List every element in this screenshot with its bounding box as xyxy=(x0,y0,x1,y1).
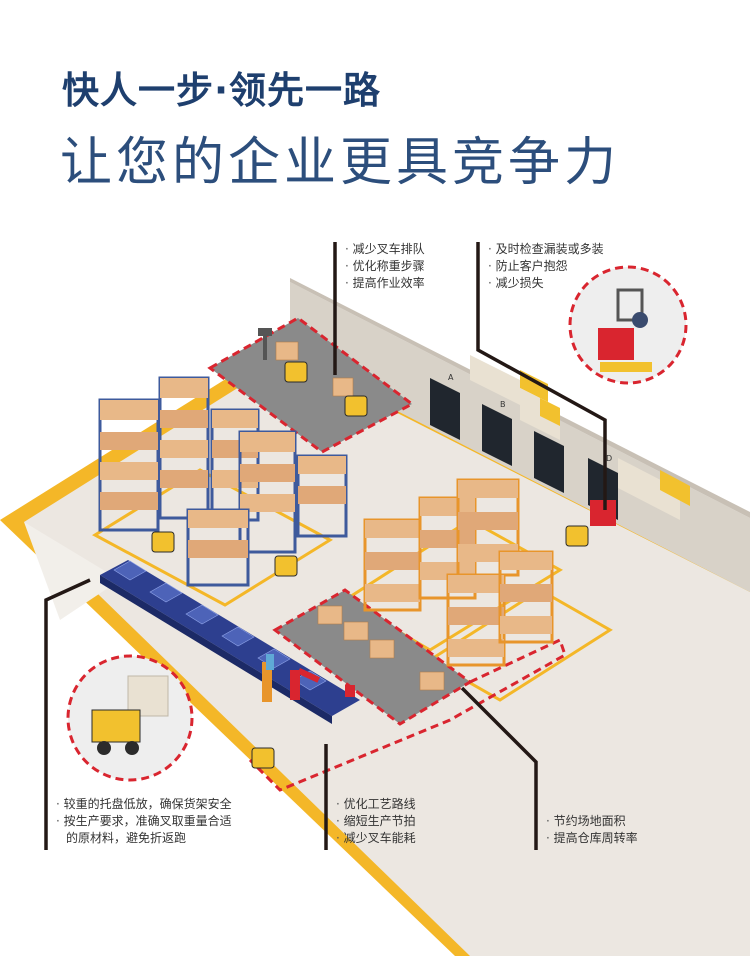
callout-top-right: 及时检查漏装或多装 防止客户抱怨 减少损失 xyxy=(488,241,604,292)
callout-item: 优化工艺路线 xyxy=(336,796,416,813)
callout-bottom-middle: 优化工艺路线 缩短生产节拍 减少叉车能耗 xyxy=(336,796,416,847)
callout-item: 减少叉车能耗 xyxy=(336,830,416,847)
callout-item: 提高作业效率 xyxy=(345,275,425,292)
dock-label-b: B xyxy=(500,400,506,409)
back-wall xyxy=(290,282,750,592)
pallet-boxes xyxy=(275,341,445,691)
floor-fade xyxy=(24,522,120,620)
dock-label-a: A xyxy=(448,373,454,382)
robot-arm-icon xyxy=(262,654,355,702)
forklift-icons xyxy=(151,361,589,769)
callout-item: 缩短生产节拍 xyxy=(336,813,416,830)
callout-item-continuation: 的原材料，避免折返跑 xyxy=(66,831,187,845)
inspection-circle xyxy=(568,265,688,385)
callout-lines xyxy=(44,242,607,850)
callout-item: 防止客户抱怨 xyxy=(488,258,604,275)
callout-top-middle: 减少叉车排队 优化称重步骤 提高作业效率 xyxy=(345,241,425,292)
callout-bottom-left: 较重的托盘低放，确保货架安全 按生产要求，准确叉取重量合适 的原材料，避免折返跑 xyxy=(56,796,232,847)
blue-racks xyxy=(98,376,348,587)
callout-item: 减少叉车排队 xyxy=(345,241,425,258)
callout-item: 按生产要求，准确叉取重量合适 xyxy=(56,813,232,830)
callout-item: 节约场地面积 xyxy=(546,813,638,830)
callout-item: 较重的托盘低放，确保货架安全 xyxy=(56,796,232,813)
orange-racks xyxy=(363,478,554,667)
heavy-pallet-circle xyxy=(66,654,194,782)
callout-bottom-right: 节约场地面积 提高仓库周转率 xyxy=(546,813,638,847)
scale-kiosk-icon xyxy=(258,328,272,360)
headline: 快人一步·领先一路 xyxy=(62,69,382,112)
red-forklift-icon xyxy=(590,500,616,526)
truck-icon xyxy=(618,458,690,520)
truck-icon xyxy=(520,388,560,440)
callout-item: 减少损失 xyxy=(488,275,604,292)
callout-item: 及时检查漏装或多装 xyxy=(488,241,604,258)
lane-outline xyxy=(92,468,333,607)
loading-docks: A B C D xyxy=(430,355,690,520)
subheadline: 让您的企业更具竞争力 xyxy=(60,133,621,193)
dock-label-d: D xyxy=(606,454,612,463)
weighing-zone xyxy=(210,318,412,452)
callout-item: 提高仓库周转率 xyxy=(546,830,638,847)
route-dashed xyxy=(248,637,567,792)
callout-item: 优化称重步骤 xyxy=(345,258,425,275)
